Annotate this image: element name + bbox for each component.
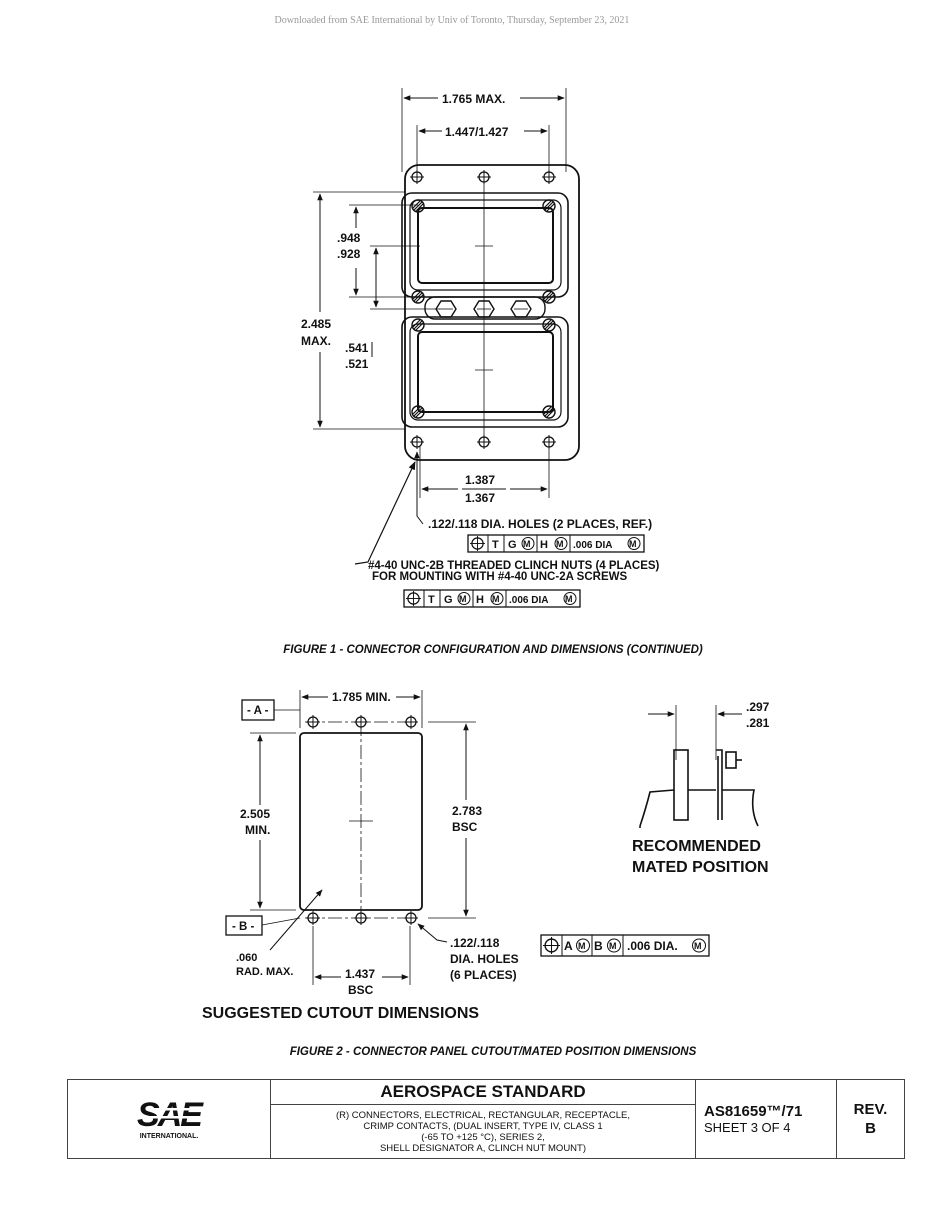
download-note: Downloaded from SAE International by Uni… <box>274 15 630 26</box>
svg-text:.006 DIA: .006 DIA <box>573 540 612 551</box>
note-holes-line3: (6 PLACES) <box>450 968 517 982</box>
svg-text:- A -: - A - <box>247 705 269 717</box>
figure2-fcf: A M B M .006 DIA. M <box>540 934 710 957</box>
svg-text:M: M <box>694 941 702 951</box>
note-holes-line2: DIA. HOLES <box>450 952 519 966</box>
svg-text:M: M <box>492 594 500 604</box>
dim-bottom-b: 1.367 <box>465 491 495 505</box>
figure2-caption: FIGURE 2 - CONNECTOR PANEL CUTOUT/MATED … <box>289 1046 697 1058</box>
mated-dim-a: .297 <box>746 700 770 714</box>
datum-b: - B - <box>225 915 263 936</box>
svg-text:M: M <box>629 539 637 549</box>
svg-text:H: H <box>540 539 548 551</box>
dim-bsc-b: BSC <box>452 820 478 834</box>
document-title: (R) CONNECTORS, ELECTRICAL, RECTANGULAR,… <box>335 1109 631 1154</box>
dim-rad-b: RAD. MAX. <box>236 966 293 978</box>
mated-position-drawing <box>639 705 759 828</box>
dim-width-min: 1.785 MIN. <box>332 690 391 704</box>
svg-text:T: T <box>492 539 499 551</box>
standard-type: AEROSPACE STANDARD <box>271 1080 695 1105</box>
sae-logo-icon: SAE INTERNATIONAL. <box>137 1096 206 1140</box>
dim-nut-b: .521 <box>345 357 369 371</box>
revision-value: B <box>865 1120 876 1137</box>
svg-text:M: M <box>556 539 564 549</box>
dim-hole-spacing: 1.447/1.427 <box>445 125 509 139</box>
note-nuts-line1: #4-40 UNC-2B THREADED CLINCH NUTS (4 PLA… <box>368 560 660 572</box>
svg-text:.006 DIA: .006 DIA <box>509 595 548 606</box>
sheet-number: SHEET 3 OF 4 <box>704 1120 791 1135</box>
datum-a: - A - <box>241 699 275 721</box>
dim-height-a: 2.505 <box>240 807 270 821</box>
figure1-caption: FIGURE 1 - CONNECTOR CONFIGURATION AND D… <box>283 644 703 656</box>
mated-label-line2: MATED POSITION <box>632 859 769 876</box>
engineering-drawing: 1.765 MAX. 1.447/1.427 .948 .928 2.485 M… <box>202 88 770 1022</box>
figure1-fcf-bottom: T G M H M .006 DIA M <box>403 589 581 608</box>
dim-window-b: .928 <box>337 247 361 261</box>
svg-text:INTERNATIONAL.: INTERNATIONAL. <box>140 1133 199 1140</box>
svg-text:T: T <box>428 594 435 606</box>
svg-text:G: G <box>444 594 453 606</box>
dim-bottom-a: 1.437 <box>345 967 375 981</box>
figure1-connector-drawing <box>313 88 580 565</box>
figure1-hex-nuts <box>435 300 532 318</box>
svg-text:M: M <box>565 594 573 604</box>
svg-text:- B -: - B - <box>232 921 255 933</box>
figure1-fcf-top: T G M H M .006 DIA M <box>467 534 645 553</box>
svg-text:M: M <box>609 941 617 951</box>
svg-text:B: B <box>594 939 603 953</box>
figure1-holes <box>410 170 556 449</box>
sae-logo: SAE INTERNATIONAL. <box>68 1080 271 1158</box>
svg-text:SAE: SAE <box>137 1096 204 1134</box>
mated-dim-b: .281 <box>746 716 770 730</box>
dim-height-b: MIN. <box>245 823 270 837</box>
svg-text:.006 DIA.: .006 DIA. <box>627 939 678 953</box>
dim-bsc-a: 2.783 <box>452 804 482 818</box>
svg-text:M: M <box>523 539 531 549</box>
dim-height-b: MAX. <box>301 334 331 348</box>
revision-label: REV. <box>853 1101 888 1118</box>
note-holes: .122/.118 DIA. HOLES (2 PLACES, REF.) <box>428 517 652 531</box>
note-nuts-line2: FOR MOUNTING WITH #4-40 UNC-2A SCREWS <box>372 571 627 583</box>
dim-rad-a: .060 <box>236 952 257 964</box>
dim-bottom-a: 1.387 <box>465 473 495 487</box>
dim-nut-a: .541 <box>345 341 369 355</box>
title-block: SAE INTERNATIONAL. AEROSPACE STANDARD (R… <box>67 1079 905 1159</box>
figure2-holes <box>306 715 418 925</box>
document-number: AS81659™/71 <box>704 1103 803 1120</box>
dim-width-max: 1.765 MAX. <box>442 92 505 106</box>
figure2-cutout-drawing <box>250 690 476 985</box>
svg-text:G: G <box>508 539 517 551</box>
dim-height-a: 2.485 <box>301 317 331 331</box>
cutout-label: SUGGESTED CUTOUT DIMENSIONS <box>202 1005 479 1022</box>
note-holes-line1: .122/.118 <box>450 936 500 950</box>
svg-text:H: H <box>476 594 484 606</box>
svg-text:A: A <box>564 939 573 953</box>
dim-bottom-b: BSC <box>348 983 374 997</box>
svg-text:M: M <box>578 941 586 951</box>
svg-text:M: M <box>459 594 467 604</box>
mated-label-line1: RECOMMENDED <box>632 838 761 855</box>
dim-window-a: .948 <box>337 231 361 245</box>
